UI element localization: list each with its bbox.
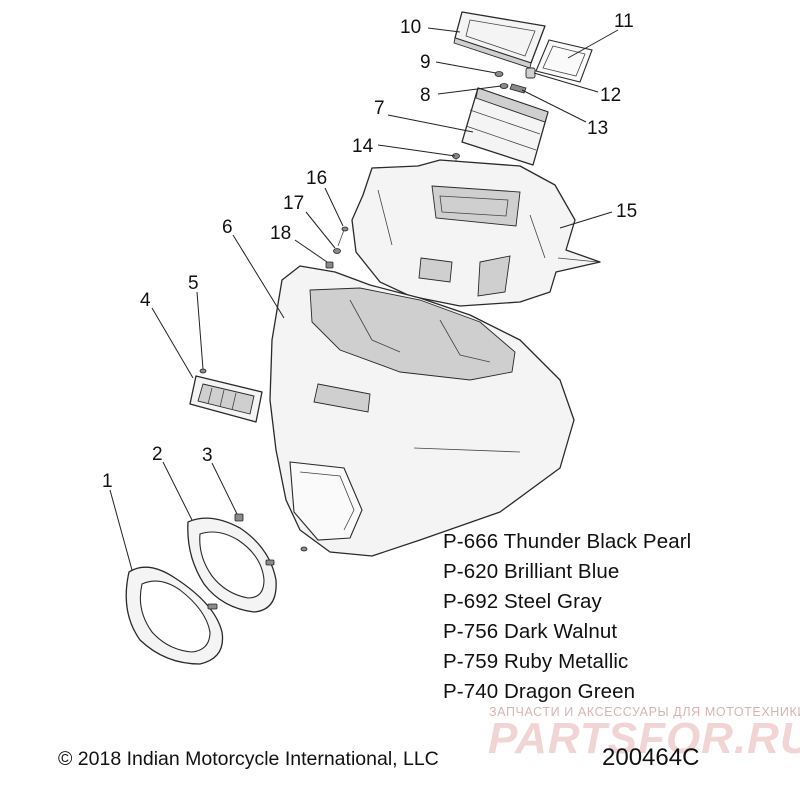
color-code: P-740 — [443, 680, 499, 703]
part-7-storage-bin — [461, 87, 549, 166]
leader-9 — [435, 61, 497, 74]
copyright-notice: © 2018 Indian Motorcycle International, … — [58, 748, 439, 770]
color-name: Brilliant Blue — [504, 560, 620, 583]
callout-17: 17 — [283, 193, 304, 214]
part-1-trim-ring — [125, 566, 224, 665]
color-code: P-759 — [443, 650, 499, 673]
part-8-screw — [499, 83, 509, 89]
leader-2 — [162, 461, 193, 521]
color-name: Dark Walnut — [504, 620, 618, 643]
part-18-nut — [325, 261, 334, 269]
callout-4: 4 — [140, 290, 151, 311]
leader-7 — [387, 114, 474, 133]
callout-3: 3 — [202, 445, 213, 466]
color-options-list: P-666 Thunder Black Pearl P-620 Brillian… — [443, 527, 691, 707]
callout-labels: 1 2 3 4 5 6 7 8 9 10 11 12 13 14 15 16 1… — [102, 11, 637, 492]
color-code: P-620 — [443, 560, 499, 583]
leader-15 — [559, 211, 613, 229]
leader-4 — [151, 307, 194, 379]
leader-11 — [567, 29, 619, 59]
leader-1 — [109, 489, 133, 571]
part-13-bracket — [509, 83, 527, 94]
part-2-bezel — [187, 517, 277, 613]
part-12-clip — [525, 67, 536, 79]
leader-8 — [437, 85, 502, 95]
color-option: P-756 Dark Walnut — [443, 617, 691, 647]
leader-lines — [109, 27, 619, 571]
color-option: P-620 Brilliant Blue — [443, 557, 691, 587]
color-code: P-692 — [443, 590, 499, 613]
part-10-top-cover — [453, 11, 546, 69]
callout-15: 15 — [616, 201, 637, 222]
callout-8: 8 — [420, 85, 431, 106]
callout-12: 12 — [600, 85, 621, 106]
color-name: Steel Gray — [504, 590, 602, 613]
callout-9: 9 — [420, 52, 431, 73]
watermark-brand: PARTSFOR.RU — [488, 714, 800, 763]
leader-18 — [294, 239, 328, 263]
color-option: P-666 Thunder Black Pearl — [443, 527, 691, 557]
leader-5 — [196, 291, 204, 370]
leader-17 — [305, 211, 336, 249]
part-15-inner-fairing — [351, 159, 601, 307]
callout-7: 7 — [374, 98, 385, 119]
callout-11: 11 — [614, 11, 634, 32]
color-option: P-740 Dragon Green — [443, 677, 691, 707]
leader-12 — [533, 72, 599, 93]
part-17-washer — [333, 248, 341, 254]
callout-13: 13 — [587, 118, 608, 139]
part-5-screw — [199, 368, 207, 374]
color-name: Dragon Green — [504, 680, 636, 703]
leader-14 — [377, 144, 456, 157]
drawing-number: 200464C — [602, 744, 700, 771]
color-name: Ruby Metallic — [504, 650, 629, 673]
color-option: P-759 Ruby Metallic — [443, 647, 691, 677]
color-option: P-692 Steel Gray — [443, 587, 691, 617]
part-9-screw — [494, 71, 504, 77]
part-11-panel — [535, 39, 593, 83]
part-6-outer-fairing — [269, 265, 575, 557]
callout-14: 14 — [352, 136, 374, 157]
callout-16: 16 — [306, 168, 327, 189]
color-name: Thunder Black Pearl — [503, 530, 692, 553]
callout-1: 1 — [102, 471, 113, 492]
part-16-bolt — [337, 226, 349, 247]
part-4-vent — [189, 375, 263, 423]
leader-16 — [324, 187, 344, 227]
callout-5: 5 — [188, 273, 199, 294]
leader-13 — [521, 89, 587, 123]
callout-10: 10 — [400, 17, 421, 38]
color-code: P-666 — [443, 530, 499, 553]
watermark-tagline: ЗАПЧАСТИ И АКСЕССУАРЫ ДЛЯ МОТОТЕХНИКИ — [489, 705, 800, 719]
leader-3 — [211, 462, 238, 515]
leader-6 — [232, 234, 285, 319]
callout-2: 2 — [152, 444, 163, 465]
callout-6: 6 — [222, 217, 233, 238]
part-3-nut — [234, 513, 244, 522]
color-code: P-756 — [443, 620, 499, 643]
leader-10 — [427, 27, 461, 33]
callout-18: 18 — [270, 223, 291, 244]
